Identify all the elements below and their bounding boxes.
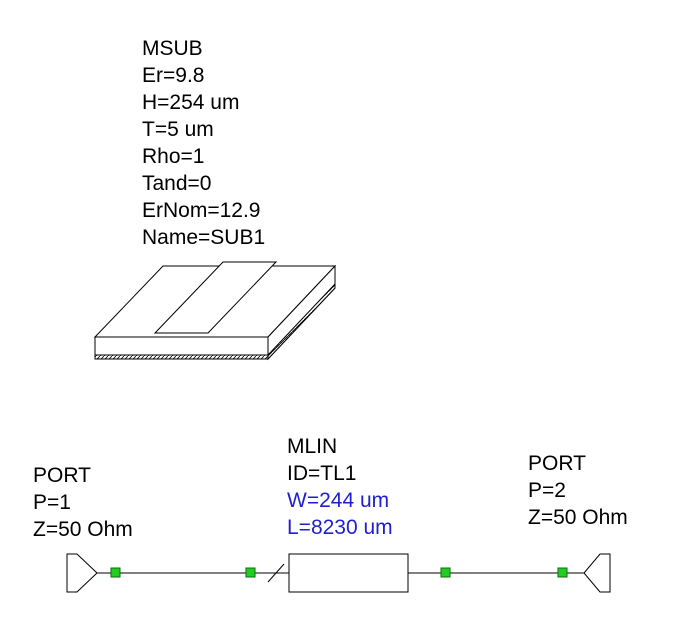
msub-name: Name=SUB1 (142, 226, 265, 249)
port2-title: PORT (528, 452, 586, 475)
port1-parameters[interactable]: PORT P=1 Z=50 Ohm (33, 464, 133, 541)
mlin-parameters[interactable]: MLIN ID=TL1 W=244 um L=8230 um (287, 435, 393, 539)
node-port1-terminal[interactable] (110, 567, 121, 578)
port1-title: PORT (33, 464, 91, 487)
port2-number: P=2 (528, 479, 566, 502)
msub-t: T=5 um (142, 118, 214, 141)
msub-substrate-symbol[interactable] (93, 261, 337, 361)
mlin-title: MLIN (287, 435, 337, 458)
microstrip-conductor (153, 261, 278, 334)
mlin-length[interactable]: L=8230 um (287, 516, 393, 539)
mlin-width[interactable]: W=244 um (287, 489, 389, 512)
msub-ernom: ErNom=12.9 (142, 199, 260, 222)
port2-parameters[interactable]: PORT P=2 Z=50 Ohm (528, 452, 628, 529)
port1-symbol[interactable] (66, 553, 98, 593)
mlin-id: ID=TL1 (287, 462, 356, 485)
port1-number: P=1 (33, 491, 71, 514)
mlin-break-mark (267, 563, 285, 583)
msub-rho: Rho=1 (142, 145, 204, 168)
msub-title: MSUB (142, 37, 203, 60)
msub-parameters[interactable]: MSUB Er=9.8 H=254 um T=5 um Rho=1 Tand=0… (142, 37, 265, 249)
msub-h: H=254 um (142, 91, 239, 114)
msub-er: Er=9.8 (142, 64, 204, 87)
port2-impedance: Z=50 Ohm (528, 506, 628, 529)
mlin-symbol[interactable] (288, 553, 409, 593)
node-mlin-output[interactable] (440, 567, 451, 578)
node-port2-terminal[interactable] (557, 567, 568, 578)
ground-plane-hatch (94, 354, 269, 360)
port1-impedance: Z=50 Ohm (33, 518, 133, 541)
port2-symbol[interactable] (583, 553, 611, 593)
msub-tand: Tand=0 (142, 172, 211, 195)
node-mlin-input[interactable] (245, 567, 256, 578)
ground-plane-hatch-side (267, 282, 336, 361)
